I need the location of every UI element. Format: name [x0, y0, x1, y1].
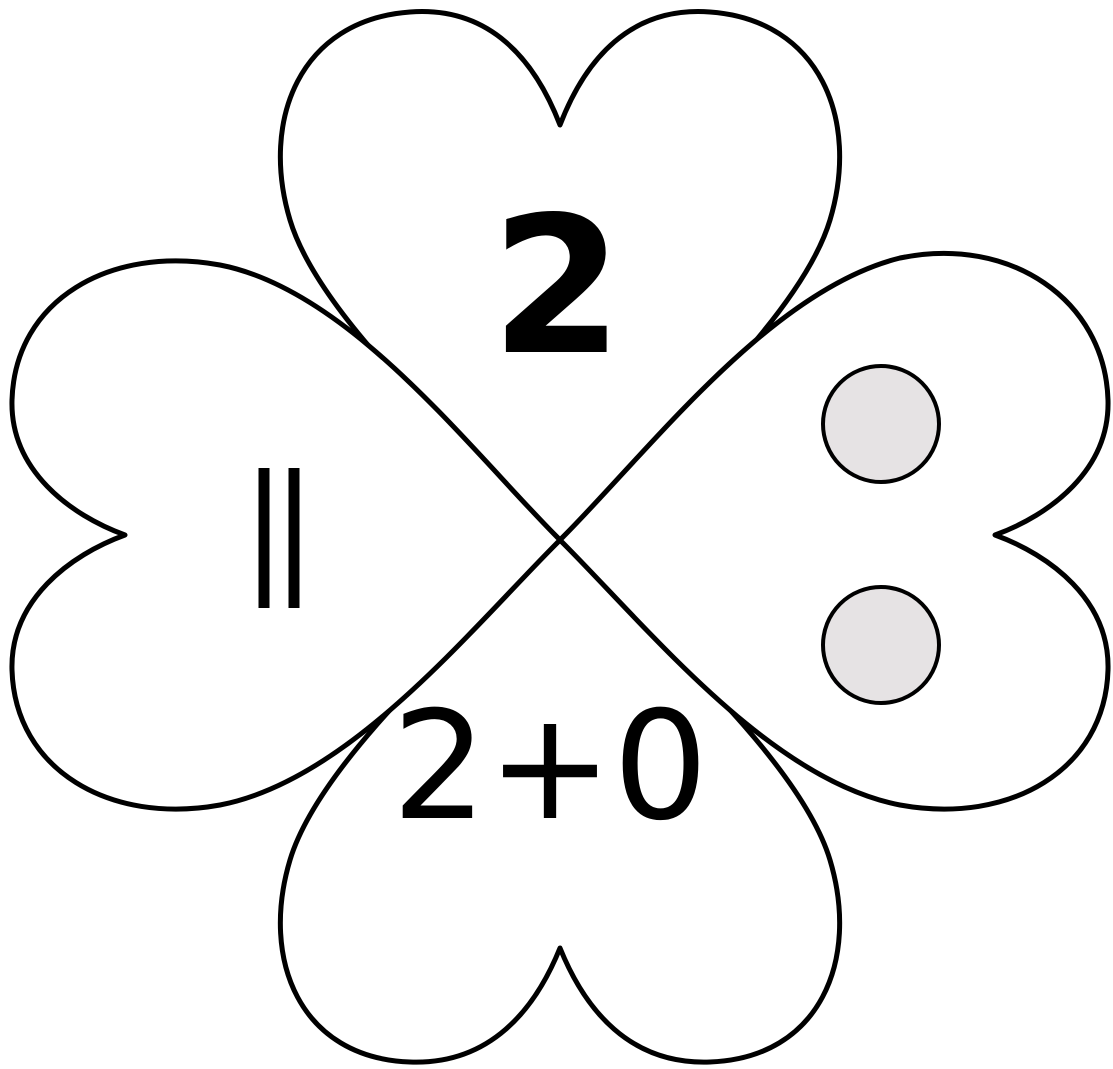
lower-dot [823, 587, 939, 703]
upper-dot [823, 366, 939, 482]
top-numeral: 2 [491, 176, 623, 397]
bottom-expression: 2+0 [392, 680, 709, 854]
